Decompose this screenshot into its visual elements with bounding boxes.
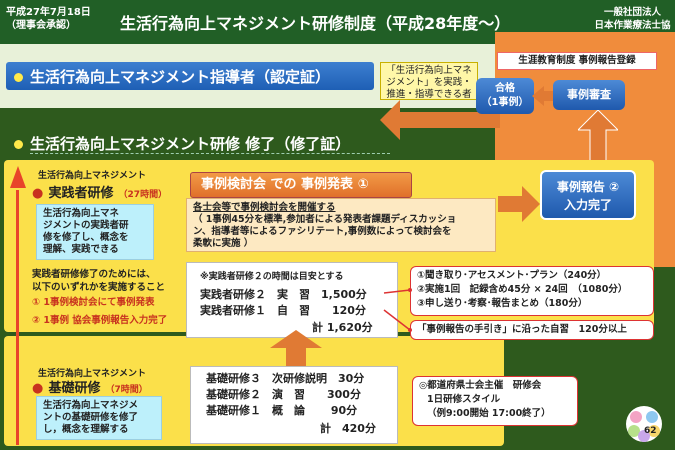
arrow-left-icon xyxy=(532,86,554,106)
host-line2: 1日研修スタイル xyxy=(427,394,501,405)
basic-title: 基礎研修 xyxy=(48,381,101,396)
basic-description: 生活行為向上マネジメ ントの基礎研修を修了 し，概念を理解する xyxy=(36,396,162,440)
basic-row2: 基礎研修２ 演 習 300分 xyxy=(206,388,361,401)
condition-line2: 以下のいずれかを実施すること xyxy=(32,282,166,293)
basic-row1: 基礎研修３ 次研修説明 30分 xyxy=(206,372,365,385)
leader-note-line2: ジメント」を実践・ xyxy=(386,77,472,88)
case-line3: 柔軟に実施 ） xyxy=(193,238,254,249)
detail-line1: ①聞き取り･アセスメント･プラン（240分） xyxy=(417,270,607,281)
report-line1: 事例報告 ② xyxy=(556,180,620,194)
leader-note-line1: 「生活行為向上マネ xyxy=(386,65,472,76)
detail-line3: ③申し送り･考察･報告まとめ（180分） xyxy=(417,298,588,309)
page-title: 生活行為向上マネジメント研修制度（平成28年度～） xyxy=(120,14,511,33)
divider xyxy=(30,153,390,154)
progress-arrowhead-icon xyxy=(10,166,26,188)
practitioner-description: 生活行為向上マネ ジメントの実践者研 修を修了し、概念を 理解、実践できる xyxy=(36,204,154,260)
leader-note: 「生活行為向上マネ ジメント」を実践・ 推進・指導できる者 xyxy=(380,62,478,100)
leader-bar xyxy=(6,62,374,90)
arrow-right-icon xyxy=(498,186,540,222)
registration-label: 生涯教育制度 事例報告登録 xyxy=(497,52,657,70)
connector-lines xyxy=(383,288,412,332)
self-study-note: 「事例報告の手引き」に沿った自習 120分以上 xyxy=(410,320,654,340)
completion-label: 生活行為向上マネジメント研修 修了（修了証） xyxy=(30,135,351,153)
arrow-to-leader-icon xyxy=(380,100,500,140)
host-line3: （例9:00開始 17:00終了） xyxy=(427,408,551,419)
case-heading: 各士会等で事例検討会を開催する xyxy=(193,202,336,213)
arrow-up-icon xyxy=(578,110,618,170)
case-line1: （ 1事例45分を標準,参加者による発表者課題ディスカッショ xyxy=(193,214,457,225)
basic-hours: （7時間） xyxy=(105,385,148,395)
pass-badge: 合格 （1事例） xyxy=(476,78,534,114)
case-meeting-box: 各士会等で事例検討会を開催する （ 1事例45分を標準,参加者による発表者課題デ… xyxy=(186,198,496,252)
practitioner-schedule xyxy=(186,262,398,338)
practitioner-total: 計 1,620分 xyxy=(312,321,373,334)
practitioner-hours: （27時間） xyxy=(118,190,168,200)
basic-heading: ● 基礎研修 （7時間） xyxy=(32,381,148,396)
basic-desc-line2: ントの基礎研修を修了 xyxy=(43,412,139,423)
association-logo-icon xyxy=(626,406,662,442)
practitioner-desc-line3: 修を修了し、概念を xyxy=(43,232,129,243)
practitioner-desc-line4: 理解、実践できる xyxy=(43,244,119,255)
basic-small-label: 生活行為向上マネジメント xyxy=(38,369,147,379)
case-presentation-label: 事例検討会 での 事例発表 ① xyxy=(190,172,412,198)
basic-total: 計 420分 xyxy=(320,422,376,435)
report-complete-badge: 事例報告 ② 入力完了 xyxy=(540,170,636,220)
practitioner-row1: 実践者研修２ 実 習 1,500分 xyxy=(200,288,367,301)
basic-desc-line1: 生活行為向上マネジメ xyxy=(43,400,139,411)
case-review-badge: 事例審査 xyxy=(553,80,625,110)
bullet-icon xyxy=(14,73,23,82)
practitioner-small-label: 生活行為向上マネジメント xyxy=(38,171,147,181)
leader-note-line3: 推進・指導できる者 xyxy=(386,89,472,100)
approval-date: 平成27年7月18日 （理事会承認） xyxy=(6,6,91,32)
report-line2: 入力完了 xyxy=(563,198,612,212)
case-line2: ン、指導者等によるファシリテート,事例数によって検討会を xyxy=(193,226,452,237)
practitioner-desc-line1: 生活行為向上マネ xyxy=(43,208,120,219)
practitioner-condition: 実践者研修修了のためには、 以下のいずれかを実施すること xyxy=(32,268,165,294)
basic-desc-line3: し，概念を理解する xyxy=(43,424,129,435)
condition-item2: ② 1事例 協会事例報告入力完了 xyxy=(32,315,168,326)
practitioner-title: 実践者研修 xyxy=(48,186,114,201)
date-line2: （理事会承認） xyxy=(6,20,76,31)
bullet-icon xyxy=(14,140,23,149)
arrow-up-icon xyxy=(270,330,322,370)
progress-line xyxy=(16,190,19,445)
detail-line2: ②実施1回 記録含め45分 × 24回 （1080分） xyxy=(417,284,628,295)
basic-schedule xyxy=(190,366,398,444)
host-line1: ◎都道府県士会主催 研修会 xyxy=(419,380,542,391)
host-info: ◎都道府県士会主催 研修会 1日研修スタイル （例9:00開始 17:00終了） xyxy=(412,376,578,426)
pass-line1: 合格 xyxy=(495,83,515,94)
pass-line2: （1事例） xyxy=(481,97,529,108)
org-line1: 一般社団法人 xyxy=(603,7,661,18)
practitioner-heading: ● 実践者研修 （27時間） xyxy=(32,186,168,201)
practitioner-row2: 実践者研修１ 自 習 120分 xyxy=(200,304,366,317)
leader-label: 生活行為向上マネジメント指導者（認定証） xyxy=(30,68,331,86)
page-number: 62 xyxy=(644,426,657,436)
condition-item1: ① 1事例検討会にて事例発表 xyxy=(32,297,155,308)
basic-row3: 基礎研修１ 概 論 90分 xyxy=(206,404,358,417)
practitioner-desc-line2: ジメントの実践者研 xyxy=(43,220,129,231)
practitioner-note: ※実践者研修２の時間は目安とする xyxy=(200,272,344,282)
practice-details: ①聞き取り･アセスメント･プラン（240分） ②実施1回 記録含め45分 × 2… xyxy=(410,266,654,316)
condition-line1: 実践者研修修了のためには、 xyxy=(32,269,156,280)
date-line1: 平成27年7月18日 xyxy=(6,7,91,18)
